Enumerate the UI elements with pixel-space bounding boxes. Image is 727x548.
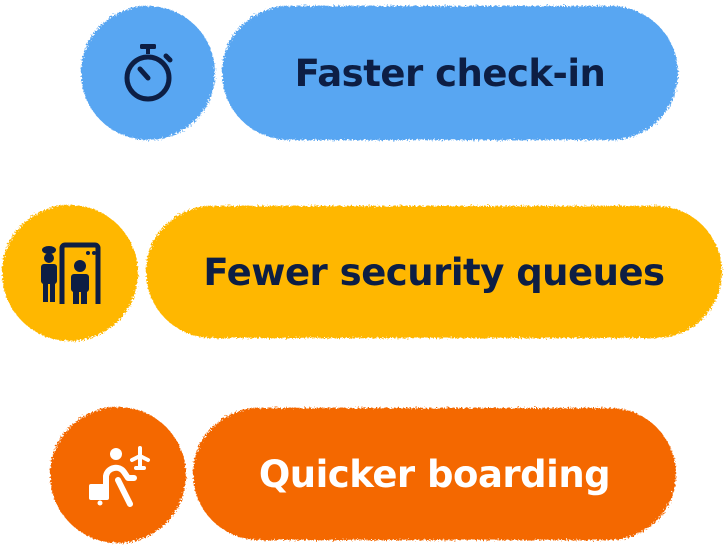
boarding-pill bbox=[193, 408, 676, 540]
boarding-circle bbox=[50, 407, 186, 543]
boarding-label: Quicker boarding bbox=[258, 452, 611, 496]
traveler-boarding-icon bbox=[88, 446, 154, 510]
stopwatch-icon bbox=[118, 40, 178, 106]
security-scanner-icon bbox=[40, 242, 102, 306]
checkin-label: Faster check-in bbox=[294, 51, 606, 95]
checkin-circle bbox=[81, 6, 215, 140]
security-circle bbox=[2, 205, 138, 341]
security-label: Fewer security queues bbox=[203, 250, 665, 294]
security-pill bbox=[146, 206, 722, 338]
checkin-pill bbox=[222, 6, 678, 140]
